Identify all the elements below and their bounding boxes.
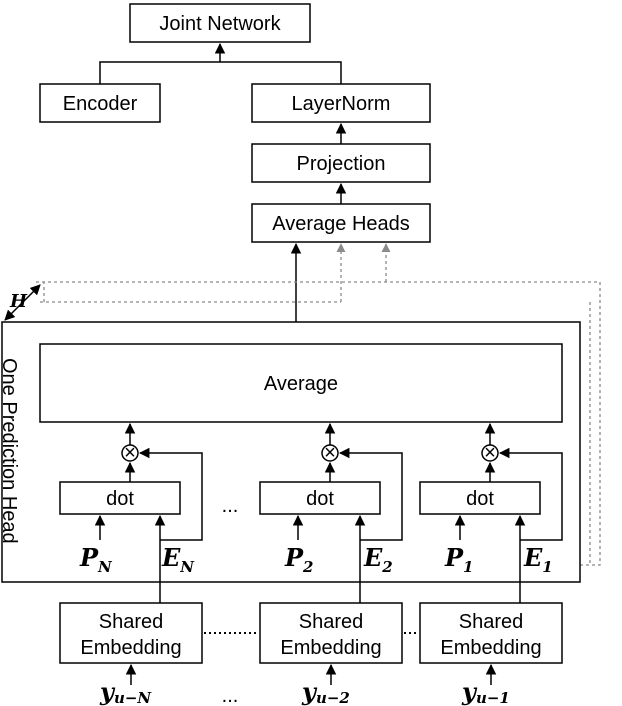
heads-symbol: H — [9, 291, 28, 312]
svg-text:Embedding: Embedding — [80, 637, 181, 659]
svg-text:×: × — [324, 442, 336, 464]
top-connectors — [99, 42, 347, 322]
head-column-2: × dot P2 E2 — [259, 422, 403, 603]
svg-text:Shared: Shared — [299, 611, 364, 633]
shared-embedding-1: Shared Embedding — [419, 602, 563, 664]
input-y-2: yu−2 — [301, 677, 350, 706]
layernorm-box: LayerNorm — [251, 83, 431, 123]
average-heads-box: Average Heads — [251, 203, 431, 243]
dot-box-2 — [259, 481, 381, 515]
ellipsis-heads: ... — [222, 495, 239, 517]
joint-network-box: Joint Network — [129, 3, 311, 43]
svg-text:×: × — [124, 442, 136, 464]
encoder-box: Encoder — [39, 83, 161, 123]
svg-text:Embedding: Embedding — [440, 637, 541, 659]
dot-box-1 — [419, 481, 541, 515]
dot-label-1: dot — [466, 488, 494, 510]
e-n-symbol: EN — [161, 543, 195, 576]
encoder-label: Encoder — [63, 93, 138, 115]
shared-embedding-2: Shared Embedding — [259, 602, 403, 664]
e-1-symbol: E1 — [523, 543, 553, 576]
dot-label-2: dot — [306, 488, 334, 510]
joint-network-label: Joint Network — [159, 13, 281, 35]
average-heads-label: Average Heads — [272, 213, 410, 235]
layernorm-label: LayerNorm — [292, 93, 391, 115]
prediction-head-label: One Prediction Head — [0, 358, 20, 544]
head-column-n: × dot PN EN — [59, 422, 203, 603]
p-2-symbol: P2 — [284, 543, 313, 576]
svg-text:Shared: Shared — [459, 611, 524, 633]
stacked-heads-dashed — [36, 243, 601, 566]
p-1-symbol: P1 — [444, 543, 473, 576]
svg-text:×: × — [484, 442, 496, 464]
heads-count-indicator: H — [4, 284, 41, 321]
input-y-1: yu−1 — [461, 677, 510, 706]
input-y-n: yu−N — [99, 677, 152, 706]
average-box: Average — [39, 343, 563, 423]
p-n-symbol: PN — [79, 543, 113, 576]
dot-box-n — [59, 481, 181, 515]
shared-embedding-n: Shared Embedding — [59, 602, 203, 664]
projection-label: Projection — [297, 153, 386, 175]
ellipsis-inputs: ... — [222, 685, 239, 706]
head-column-1: × dot P1 E1 — [419, 422, 563, 603]
dot-label-n: dot — [106, 488, 134, 510]
input-arrows — [125, 663, 497, 685]
svg-text:Embedding: Embedding — [280, 637, 381, 659]
projection-box: Projection — [251, 143, 431, 183]
svg-text:Shared: Shared — [99, 611, 164, 633]
average-label: Average — [264, 373, 338, 395]
e-2-symbol: E2 — [363, 543, 393, 576]
